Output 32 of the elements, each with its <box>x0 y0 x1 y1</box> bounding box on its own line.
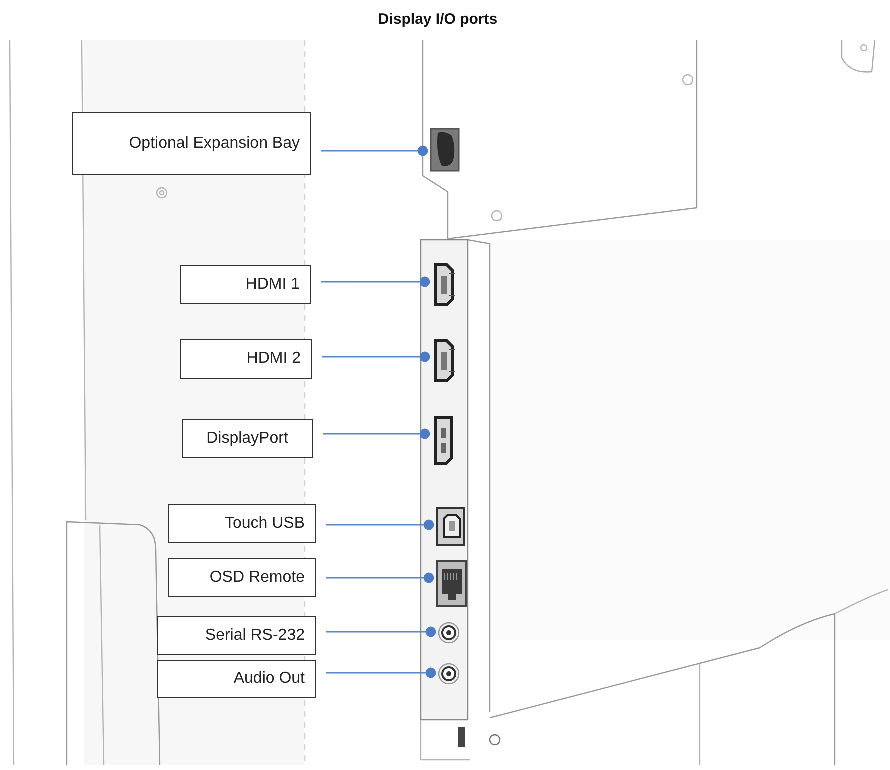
port-label: Touch USB <box>224 514 305 532</box>
audio-jack-icon <box>438 621 460 645</box>
label-box <box>182 419 313 458</box>
leader-line <box>323 428 430 440</box>
leader-line <box>321 276 430 288</box>
port-label: Optional Expansion Bay <box>128 134 300 152</box>
hdmi-port-icon <box>432 338 456 384</box>
label-box <box>180 265 311 304</box>
port-label: Serial RS-232 <box>204 626 305 644</box>
leader-line <box>326 668 436 678</box>
expansion-slot-icon <box>430 128 460 172</box>
port-label: HDMI 2 <box>246 350 301 368</box>
leader-line <box>326 572 434 584</box>
hdmi-port-icon <box>432 262 456 308</box>
label-box <box>157 616 316 655</box>
port-label: OSD Remote <box>208 568 305 586</box>
port-label: DisplayPort <box>206 430 290 448</box>
leader-line <box>326 520 434 530</box>
label-box <box>168 504 316 543</box>
ethernet-port-icon <box>436 560 468 608</box>
label-box <box>168 558 316 597</box>
audio-jack-icon <box>438 662 460 686</box>
label-box <box>157 660 316 698</box>
diagram-title: Display I/O ports <box>377 11 499 28</box>
leader-line <box>322 352 430 362</box>
usb-port-icon <box>436 507 466 547</box>
leader-line <box>321 146 428 156</box>
leader-line <box>326 626 436 638</box>
port-label: Audio Out <box>232 670 305 688</box>
label-box <box>72 112 311 175</box>
port-label: HDMI 1 <box>244 276 300 294</box>
label-box <box>180 339 312 379</box>
